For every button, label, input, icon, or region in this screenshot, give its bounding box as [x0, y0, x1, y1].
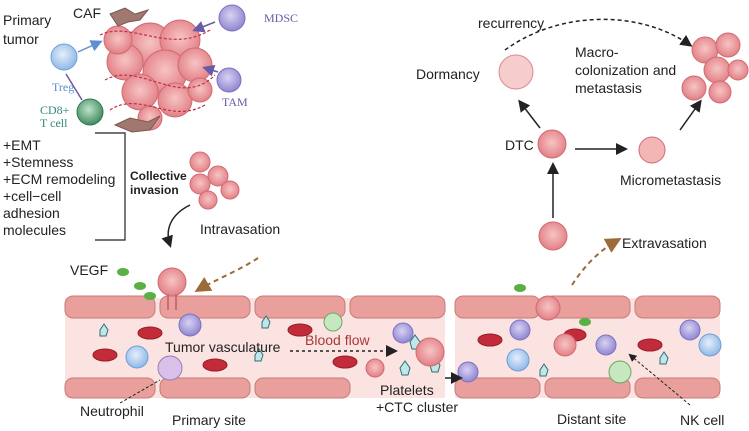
- dormancy-label: Dormancy: [416, 66, 480, 82]
- recurrency-label: recurrency: [478, 15, 544, 31]
- immune-cell-icon: [365, 358, 385, 378]
- micrometastasis-icon: [638, 136, 666, 164]
- feature-adhesion-2: adhesion: [3, 205, 60, 221]
- extravasation-label: Extravasation: [622, 235, 707, 251]
- monocyte-icon: [125, 345, 149, 369]
- feature-emt: +EMT: [3, 137, 41, 153]
- cd8-label-2: T cell: [40, 116, 68, 130]
- macro-label-1: Macro-: [575, 44, 619, 60]
- immune-cell-icon: [595, 334, 617, 356]
- macro-label-2: colonization and: [575, 62, 676, 78]
- feature-stemness: +Stemness: [3, 154, 73, 170]
- immune-cell-icon: [698, 333, 722, 357]
- collective-invasion-cluster: [189, 151, 240, 210]
- treg-cell-icon: [50, 43, 78, 71]
- dtc-label: DTC: [505, 137, 534, 153]
- macro-colonization-cluster: [681, 32, 749, 104]
- tam-label: TAM: [222, 95, 248, 109]
- primary-tumor-mass: [99, 19, 216, 131]
- platelets-label-2: +CTC cluster: [376, 399, 458, 415]
- ctc-cluster-icon: [415, 337, 445, 367]
- lymphocyte-icon: [178, 313, 202, 337]
- collective-label-2: invasion: [130, 183, 179, 197]
- distant-site-label: Distant site: [557, 411, 626, 427]
- collective-label-1: Collective: [130, 169, 187, 183]
- mdsc-label: MDSC: [264, 11, 298, 25]
- immune-cell-icon: [392, 322, 414, 344]
- neutrophil-label: Neutrophil: [80, 403, 144, 419]
- nk-cell-vessel-icon: [457, 361, 479, 383]
- feature-adhesion-3: molecules: [3, 222, 66, 238]
- tam-cell-icon: [216, 67, 242, 93]
- immune-cell-icon: [608, 360, 632, 384]
- intravasating-cell-icon: [157, 267, 187, 297]
- neutrophil-cell-icon: [157, 355, 183, 381]
- dormant-cell-icon: [498, 54, 534, 90]
- vegf-molecules: [117, 268, 591, 326]
- mdsc-cell-icon: [218, 4, 246, 32]
- vegf-label: VEGF: [70, 262, 108, 278]
- dtc-vessel-cell-icon: [538, 221, 568, 251]
- primary-tumor-label-2: tumor: [3, 31, 39, 47]
- immune-cell-icon: [506, 348, 530, 372]
- primary-vessel: [64, 295, 446, 399]
- caf-cell-icon: [109, 7, 161, 133]
- distant-vessel: [454, 295, 721, 399]
- feature-list: +EMT +Stemness +ECM remodeling +cell−cel…: [3, 137, 115, 238]
- extravasating-cell-icon: [535, 295, 561, 321]
- caf-label: CAF: [73, 5, 101, 21]
- dtc-cell-icon: [537, 129, 567, 159]
- primary-tumor-label-1: Primary: [3, 12, 51, 28]
- green-cell-icon: [323, 312, 343, 332]
- cd8-tcell-icon: [76, 98, 104, 126]
- primary-site-label: Primary site: [172, 412, 246, 428]
- intravasation-label: Intravasation: [200, 221, 280, 237]
- cd8-label-1: CD8+: [40, 103, 70, 117]
- immune-cell-icon: [679, 319, 701, 341]
- blood-flow-label: Blood flow: [305, 332, 370, 348]
- macro-label-3: metastasis: [575, 80, 642, 96]
- treg-label: Treg: [52, 80, 74, 94]
- micrometastasis-label: Micrometastasis: [620, 172, 721, 188]
- platelets-label-1: Platelets: [380, 382, 434, 398]
- red-blood-cells: [92, 323, 663, 372]
- feature-adhesion-1: +cell−cell: [3, 188, 61, 204]
- immune-cell-icon: [509, 319, 531, 341]
- nk-cell-label: NK cell: [680, 412, 724, 428]
- tumor-vasculature-label: Tumor vasculature: [165, 339, 281, 355]
- feature-ecm: +ECM remodeling: [3, 171, 115, 187]
- immune-cell-icon: [553, 333, 577, 357]
